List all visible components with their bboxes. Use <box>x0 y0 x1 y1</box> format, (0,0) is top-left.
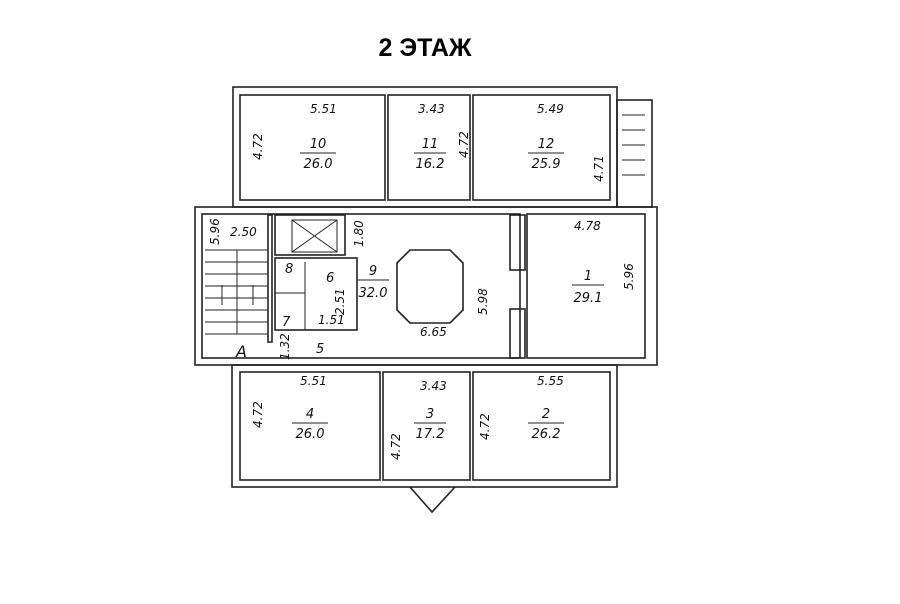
svg-text:1.80: 1.80 <box>352 220 366 247</box>
svg-text:4.72: 4.72 <box>251 133 265 160</box>
svg-text:3.43: 3.43 <box>420 379 447 393</box>
dimensions: 5.51 3.43 5.49 4.72 4.72 4.71 5.96 2.50 … <box>208 102 636 460</box>
svg-text:9: 9 <box>369 264 377 279</box>
svg-text:12: 12 <box>538 137 555 152</box>
svg-text:3: 3 <box>426 407 434 422</box>
svg-text:17.2: 17.2 <box>416 427 445 442</box>
room-6: 6 <box>326 271 334 286</box>
svg-text:6.65: 6.65 <box>420 325 447 339</box>
svg-text:11: 11 <box>422 137 439 152</box>
svg-text:5.96: 5.96 <box>208 218 222 245</box>
room-12: 12 25.9 <box>528 137 564 172</box>
svg-text:1: 1 <box>584 269 592 284</box>
room-2: 2 26.2 <box>528 407 564 442</box>
svg-text:5.96: 5.96 <box>622 263 636 290</box>
svg-text:4: 4 <box>306 407 314 422</box>
svg-text:5.49: 5.49 <box>537 102 564 116</box>
svg-text:3.43: 3.43 <box>418 102 445 116</box>
svg-text:2.50: 2.50 <box>230 225 257 239</box>
svg-text:5.51: 5.51 <box>310 102 337 116</box>
svg-text:5.98: 5.98 <box>476 288 490 315</box>
svg-text:4.72: 4.72 <box>251 401 265 428</box>
svg-text:4.72: 4.72 <box>457 131 471 158</box>
svg-text:5.55: 5.55 <box>537 374 564 388</box>
room-3: 3 17.2 <box>414 407 446 442</box>
room-10: 10 26.0 <box>300 137 336 172</box>
svg-text:32.0: 32.0 <box>359 286 388 301</box>
room-5: 5 <box>316 342 324 357</box>
room-8: 8 <box>285 262 293 277</box>
room-7: 7 <box>282 315 291 330</box>
svg-text:4.72: 4.72 <box>478 413 492 440</box>
svg-text:4.72: 4.72 <box>389 433 403 460</box>
svg-text:25.9: 25.9 <box>532 157 561 172</box>
svg-text:1.51: 1.51 <box>318 313 345 327</box>
svg-text:1.32: 1.32 <box>278 333 292 360</box>
floor-title: 2 ЭТАЖ <box>378 34 472 62</box>
svg-text:29.1: 29.1 <box>574 291 603 306</box>
walls <box>194 86 658 514</box>
svg-text:2.51: 2.51 <box>333 288 347 315</box>
svg-text:26.0: 26.0 <box>304 157 333 172</box>
svg-text:26.0: 26.0 <box>296 427 325 442</box>
room-11: 11 16.2 <box>414 137 446 172</box>
room-1: 1 29.1 <box>572 269 604 306</box>
svg-text:2: 2 <box>542 407 550 422</box>
svg-text:10: 10 <box>310 137 327 152</box>
svg-text:5.51: 5.51 <box>300 374 327 388</box>
stair-label: A <box>235 342 247 361</box>
room-9: 9 32.0 <box>357 264 389 301</box>
svg-text:26.2: 26.2 <box>532 427 561 442</box>
svg-text:16.2: 16.2 <box>416 157 445 172</box>
svg-text:4.78: 4.78 <box>574 219 601 233</box>
svg-text:4.71: 4.71 <box>592 155 606 182</box>
room-4: 4 26.0 <box>292 407 328 442</box>
